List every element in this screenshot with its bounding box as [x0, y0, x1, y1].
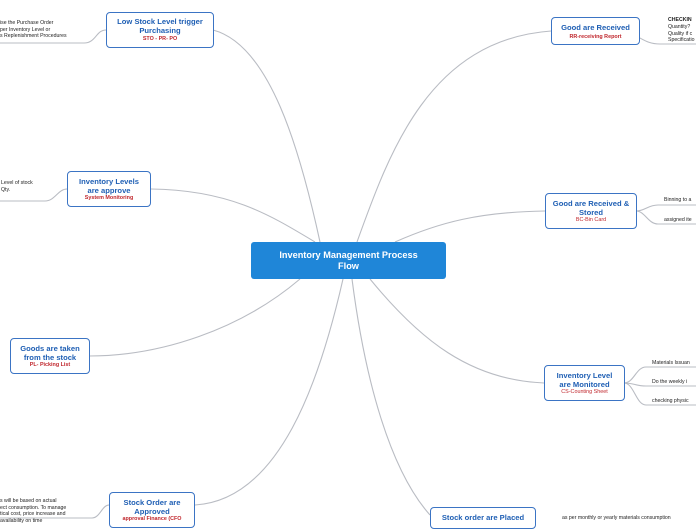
link-note-stock-order [0, 504, 110, 519]
note-physical: checking physic [652, 398, 689, 404]
note-checking: Quantity? Quality if c Specificatio [668, 24, 695, 44]
node-stock-order-approved-title: Stock Order are Approved [123, 498, 181, 516]
link-note-binning [635, 204, 696, 212]
node-goods-taken-sub: PL- Picking List [29, 362, 71, 368]
note-assigned: assigned ite [664, 217, 692, 223]
link-inv-monitored [369, 278, 545, 384]
link-note-assigned [635, 210, 696, 225]
central-topic-title: Inventory Management Process Flow [279, 249, 418, 271]
node-inventory-levels-approve-title: Inventory Levels are approve [79, 177, 139, 195]
link-note-low-stock [0, 29, 107, 44]
node-good-received-sub: RR-receiving Report [569, 34, 622, 40]
node-stock-order-approved-sub: approval Finance (CFO [122, 516, 182, 522]
node-low-stock-title: Low Stock Level trigger Purchasing [117, 17, 203, 35]
link-goods-taken [88, 278, 301, 357]
node-inventory-levels-approve-sub: System Monitoring [84, 195, 134, 201]
note-issuance: Materials Issuan [652, 360, 690, 366]
link-note-issuance [623, 366, 696, 384]
note-low-stock: ise the Purchase Order per Inventory Lev… [0, 20, 67, 40]
node-received-stored-title: Good are Received & Stored [552, 199, 630, 217]
link-stock-order-placed [351, 278, 431, 516]
note-weekly: Do the weekly i [652, 379, 688, 385]
note-inventory-approve: Level of stock Qty. [1, 180, 33, 193]
node-received-stored-sub: BC-Bin Card [575, 217, 607, 223]
node-stock-order-placed[interactable]: Stock order are Placed [430, 507, 536, 529]
node-inventory-monitored-title: Inventory Level are Monitored [556, 371, 613, 389]
note-stock-order-approved: s will be based on actual ect consumptio… [0, 498, 67, 524]
link-inv-approve [150, 188, 316, 243]
central-topic[interactable]: Inventory Management Process Flow [251, 242, 446, 279]
link-low-stock [212, 29, 321, 243]
link-note-inv-approve [0, 188, 68, 202]
node-low-stock[interactable]: Low Stock Level trigger Purchasing STO -… [106, 12, 214, 48]
note-monthly: as per monthly or yearly materials consu… [562, 515, 671, 521]
node-inventory-levels-approve[interactable]: Inventory Levels are approve System Moni… [67, 171, 151, 207]
note-binning: Binning to a [664, 197, 692, 203]
node-inventory-monitored-sub: CS-Counting Sheet [561, 389, 608, 395]
node-stock-order-approved[interactable]: Stock Order are Approved approval Financ… [109, 492, 195, 528]
node-stock-order-placed-title: Stock order are Placed [441, 513, 525, 522]
link-stock-order-approved [194, 278, 344, 506]
link-note-physical [623, 382, 696, 406]
node-good-received-title: Good are Received [561, 23, 630, 32]
node-received-stored[interactable]: Good are Received & Stored BC-Bin Card [545, 193, 637, 229]
node-inventory-monitored[interactable]: Inventory Level are Monitored CS-Countin… [544, 365, 625, 401]
link-received-stored [394, 210, 546, 243]
node-goods-taken-title: Goods are taken from the stock [20, 344, 80, 362]
note-checking-title: CHECKIN [668, 17, 692, 23]
node-low-stock-sub: STO - PR- PO [142, 36, 178, 42]
node-good-received[interactable]: Good are Received RR-receiving Report [551, 17, 640, 45]
node-goods-taken[interactable]: Goods are taken from the stock PL- Picki… [10, 338, 90, 374]
link-good-received [356, 30, 552, 243]
